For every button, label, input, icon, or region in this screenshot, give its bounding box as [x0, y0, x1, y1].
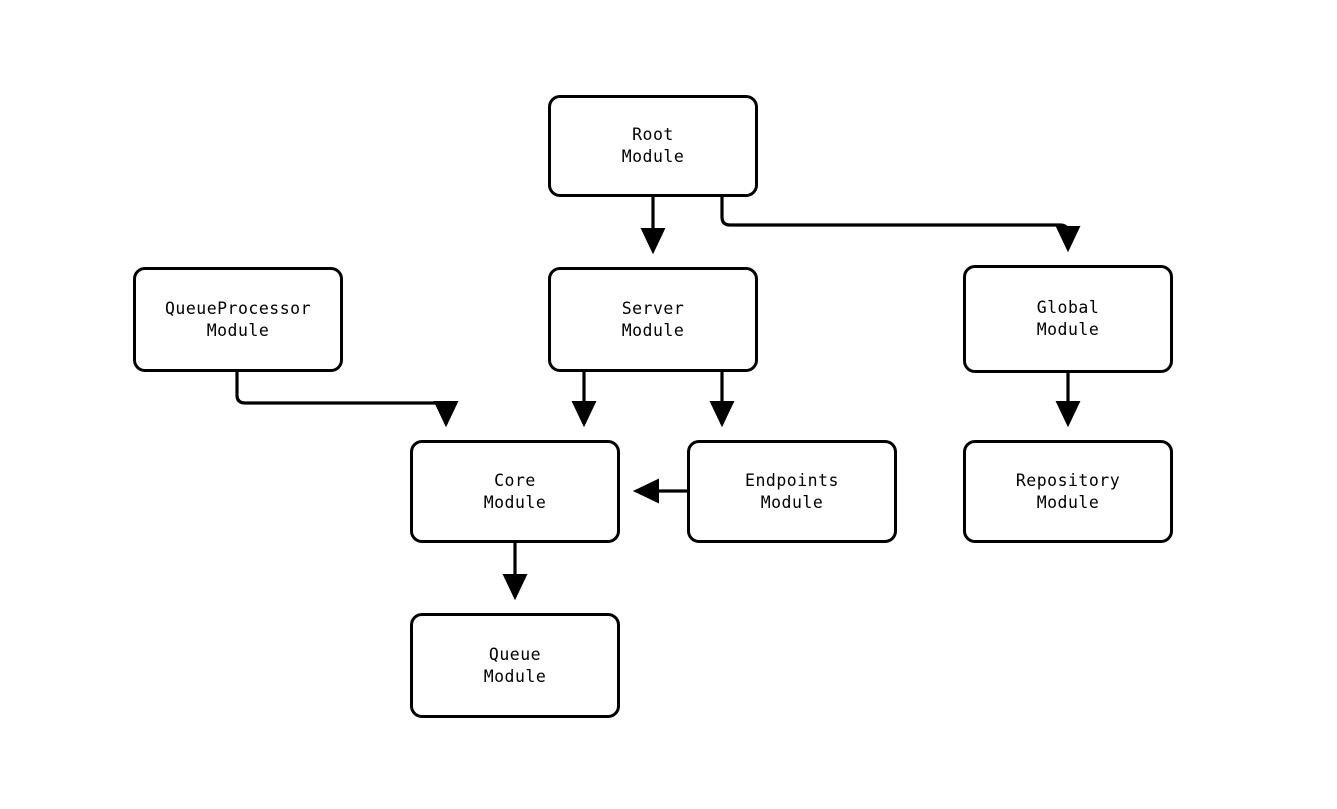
node-global-module[interactable]: Global Module — [963, 265, 1173, 373]
node-server-module-label-line2: Module — [621, 320, 685, 340]
node-server-module[interactable]: Server Module — [548, 267, 758, 372]
node-queueprocessor-module-label-line2: Module — [206, 320, 270, 340]
node-repository-module-label-line2: Module — [1036, 492, 1100, 512]
edge-queueprocessor-to-core — [235, 372, 459, 428]
edge-root-to-global — [720, 197, 1081, 253]
node-global-module-label-line2: Module — [1036, 320, 1100, 339]
node-root-module[interactable]: Root Module — [548, 95, 758, 197]
node-queue-module-label-line2: Module — [483, 666, 547, 686]
node-repository-module[interactable]: Repository Module — [963, 440, 1173, 543]
node-core-module-label-line2: Module — [483, 492, 547, 512]
node-root-module-label-line2: Module — [621, 147, 685, 166]
node-repository-module-label-line1: Repository — [1015, 470, 1121, 490]
node-endpoints-module[interactable]: Endpoints Module — [687, 440, 897, 543]
node-endpoints-module-label-line2: Module — [760, 492, 824, 512]
node-queue-module[interactable]: Queue Module — [410, 613, 620, 718]
node-core-module[interactable]: Core Module — [410, 440, 620, 543]
node-global-module-label-line1: Global — [1036, 298, 1100, 317]
node-queue-module-label-line1: Queue — [488, 644, 542, 664]
node-core-module-label-line1: Core — [494, 470, 536, 490]
node-server-module-label-line1: Server — [621, 298, 685, 318]
node-queueprocessor-module-label-line1: QueueProcessor — [164, 298, 312, 318]
node-queueprocessor-module[interactable]: QueueProcessor Module — [133, 267, 343, 372]
node-root-module-label-line1: Root — [632, 125, 674, 144]
node-endpoints-module-label-line1: Endpoints — [745, 470, 839, 490]
